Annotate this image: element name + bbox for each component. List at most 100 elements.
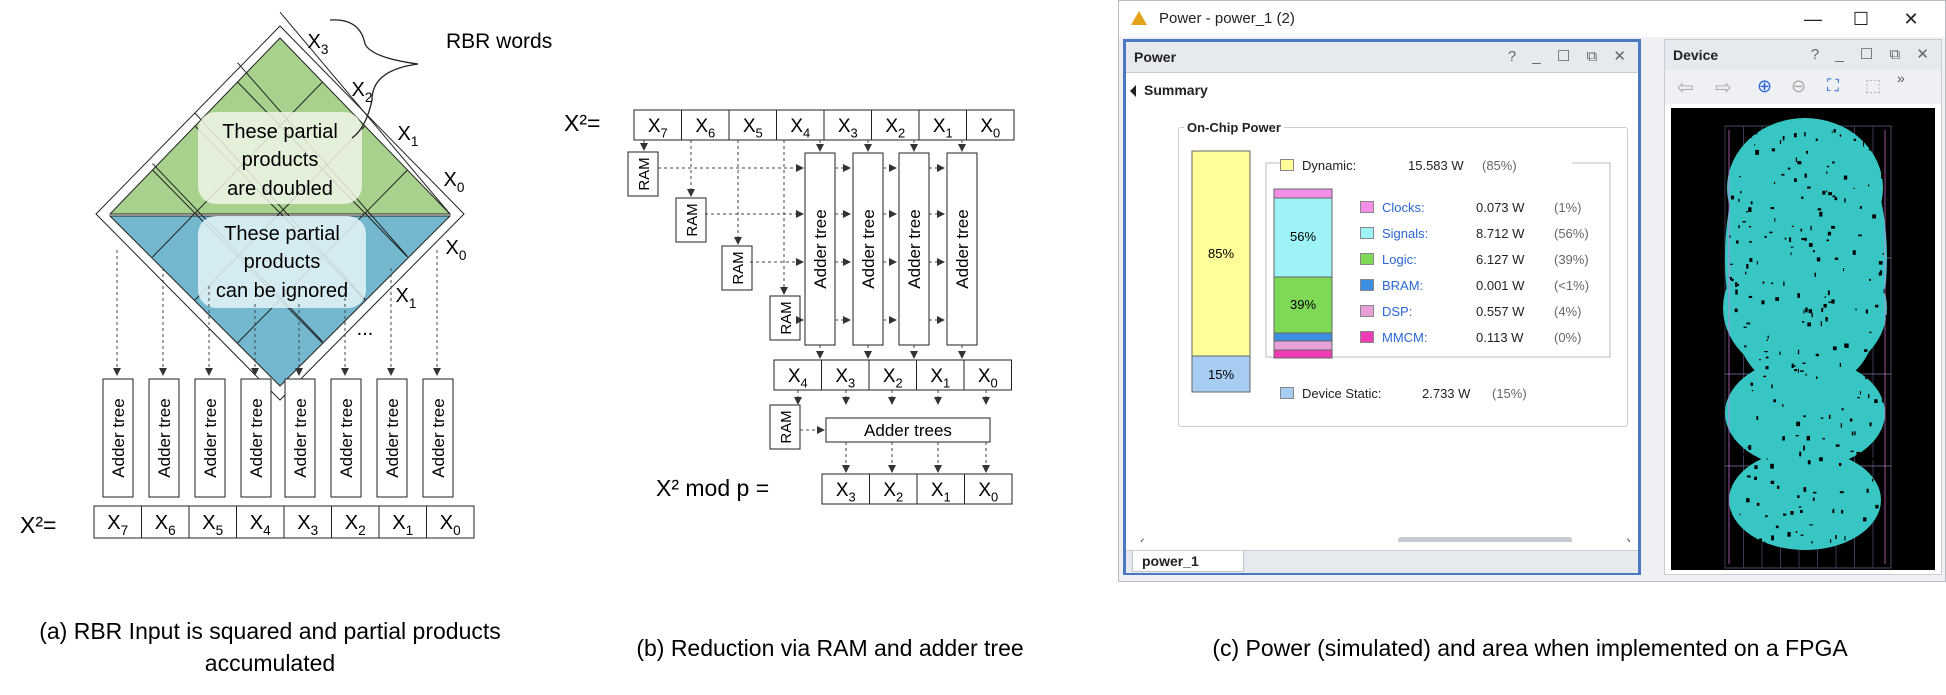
adder-tree-label: Adder tree <box>429 398 448 477</box>
adder-tree-box-b <box>946 152 978 346</box>
collapse-arrow-icon[interactable] <box>1130 85 1136 97</box>
forward-arrow-icon[interactable]: ⇨ <box>1715 77 1732 99</box>
svg-text:products: products <box>244 251 321 273</box>
ram-box <box>721 245 753 291</box>
device-floorplan-view[interactable] <box>1671 108 1935 570</box>
legend-item-label[interactable]: Logic: <box>1382 252 1417 267</box>
close-button[interactable]: ✕ <box>1903 9 1919 29</box>
result-cell-label: X2 <box>345 512 366 538</box>
mid-cell-label: X1 <box>930 366 950 391</box>
result-cell <box>283 505 332 539</box>
logic-bar <box>1273 276 1333 334</box>
ram-box <box>769 295 801 341</box>
zoom-out-icon[interactable]: ⊖ <box>1791 76 1807 96</box>
input-cell <box>918 109 967 141</box>
legend-item-percent: (0%) <box>1554 330 1582 345</box>
result-cell-label: X1 <box>392 512 413 538</box>
adder-tree-label-b: Adder tree <box>905 209 924 288</box>
adder-tree-box <box>422 378 454 498</box>
zoom-in-icon[interactable]: ⊕ <box>1757 76 1773 96</box>
rbr-brace <box>329 19 419 139</box>
top-label: X2 <box>352 79 373 105</box>
ram-box <box>627 151 659 197</box>
summary-tab[interactable]: Summary <box>1144 82 1208 98</box>
power-panel-tools[interactable]: ? _ ☐ ⧉ ✕ <box>1507 48 1632 65</box>
input-cell-label: X7 <box>648 116 668 141</box>
tab-power-1[interactable]: power_1 <box>1132 551 1244 572</box>
window-title: Power - power_1 (2) <box>1159 10 1295 27</box>
fit-view-icon[interactable]: ⛶ <box>1827 76 1839 95</box>
dynamic-swatch <box>1280 159 1294 171</box>
blue-note: These partial products can be ignored <box>216 223 348 302</box>
clocks-bar <box>1273 188 1333 199</box>
input-cell-label: X3 <box>838 116 858 141</box>
result-cell-label: X5 <box>202 512 223 538</box>
out-cell-label: X2 <box>883 480 903 505</box>
static-percent: (15%) <box>1492 386 1527 401</box>
x-squared-label-a: X²= <box>20 512 56 538</box>
result-cell-label: X0 <box>440 512 461 538</box>
legend-swatch <box>1360 227 1374 239</box>
mid-cell <box>821 359 870 391</box>
legend-item-value: 0.001 W <box>1476 278 1525 293</box>
scroll-right-icon[interactable]: › <box>1626 532 1631 542</box>
legend-swatch <box>1360 253 1374 265</box>
adder-tree-box <box>194 378 226 498</box>
legend-item-label[interactable]: Signals: <box>1382 226 1429 241</box>
ram-box <box>769 404 801 450</box>
legend-item-label[interactable]: DSP: <box>1382 304 1413 319</box>
x-squared-label-b: X²= <box>564 110 600 136</box>
hscroll-thumb[interactable] <box>1398 537 1572 542</box>
back-arrow-icon[interactable]: ⇦ <box>1677 77 1694 99</box>
static-swatch <box>1280 387 1294 399</box>
dynamic-label: Dynamic: <box>1302 158 1357 173</box>
more-tools-icon[interactable]: » <box>1897 70 1905 86</box>
maximize-button[interactable]: ☐ <box>1852 9 1870 29</box>
device-panel-header: Device ? _ ☐ ⧉ ✕ <box>1665 40 1941 71</box>
adder-tree-label: Adder tree <box>109 398 128 477</box>
result-cell-label: X6 <box>155 512 176 538</box>
mod-p-label: X² mod p = <box>656 475 769 501</box>
legend-item-value: 0.113 W <box>1476 330 1524 345</box>
scroll-left-icon[interactable]: ‹ <box>1140 532 1145 542</box>
minimize-button[interactable]: — <box>1804 9 1822 29</box>
logic-pct: 39% <box>1290 297 1316 312</box>
legend-item-label[interactable]: MMCM: <box>1382 330 1428 345</box>
adder-tree-box <box>284 378 316 498</box>
adder-trees-label: Adder trees <box>864 421 952 440</box>
power-window: Power - power_1 (2) — ☐ ✕ Power ? _ ☐ ⧉ … <box>1118 0 1946 582</box>
panel-tabbar: power_1 <box>1126 550 1638 573</box>
input-cell-label: X0 <box>980 116 1000 141</box>
device-panel-tools[interactable]: ? _ ☐ ⧉ ✕ <box>1810 46 1935 63</box>
legend-item-label[interactable]: BRAM: <box>1382 278 1424 293</box>
input-cell <box>633 109 682 141</box>
floorplan-drawing <box>1723 118 1892 569</box>
legend-item-percent: (<1%) <box>1554 278 1590 293</box>
legend-item-percent: (56%) <box>1554 226 1589 241</box>
out-cell <box>869 473 918 505</box>
static-label: Device Static: <box>1302 386 1382 401</box>
svg-text:products: products <box>242 149 319 171</box>
legend-item-value: 0.557 W <box>1476 304 1525 319</box>
rbr-words-label: RBR words <box>446 30 552 53</box>
legend-item-percent: (4%) <box>1554 304 1582 319</box>
mid-cell <box>773 359 822 391</box>
input-cell <box>681 109 730 141</box>
bram-bar <box>1273 332 1333 342</box>
power-bars: 85% 15% 56% 39% ‹ › <box>1140 150 1631 542</box>
adder-tree-box <box>376 378 408 498</box>
dynamic-bracket <box>1265 162 1611 358</box>
legend-item-label[interactable]: Clocks: <box>1382 200 1425 215</box>
dynamic-pct: 85% <box>1208 246 1234 261</box>
legend-item-value: 6.127 W <box>1476 252 1525 267</box>
io-columns <box>1728 130 1886 564</box>
ram-box <box>675 197 707 243</box>
caption-b: (b) Reduction via RAM and adder tree <box>636 635 1024 661</box>
adder-tree-label-b: Adder tree <box>859 209 878 288</box>
static-pct: 15% <box>1208 367 1234 382</box>
outer-diamond <box>95 25 465 401</box>
input-cell-label: X6 <box>695 116 715 141</box>
signals-bar <box>1273 197 1333 278</box>
select-region-icon[interactable]: ⬚ <box>1865 76 1882 95</box>
placement-gaps <box>1727 128 1890 567</box>
